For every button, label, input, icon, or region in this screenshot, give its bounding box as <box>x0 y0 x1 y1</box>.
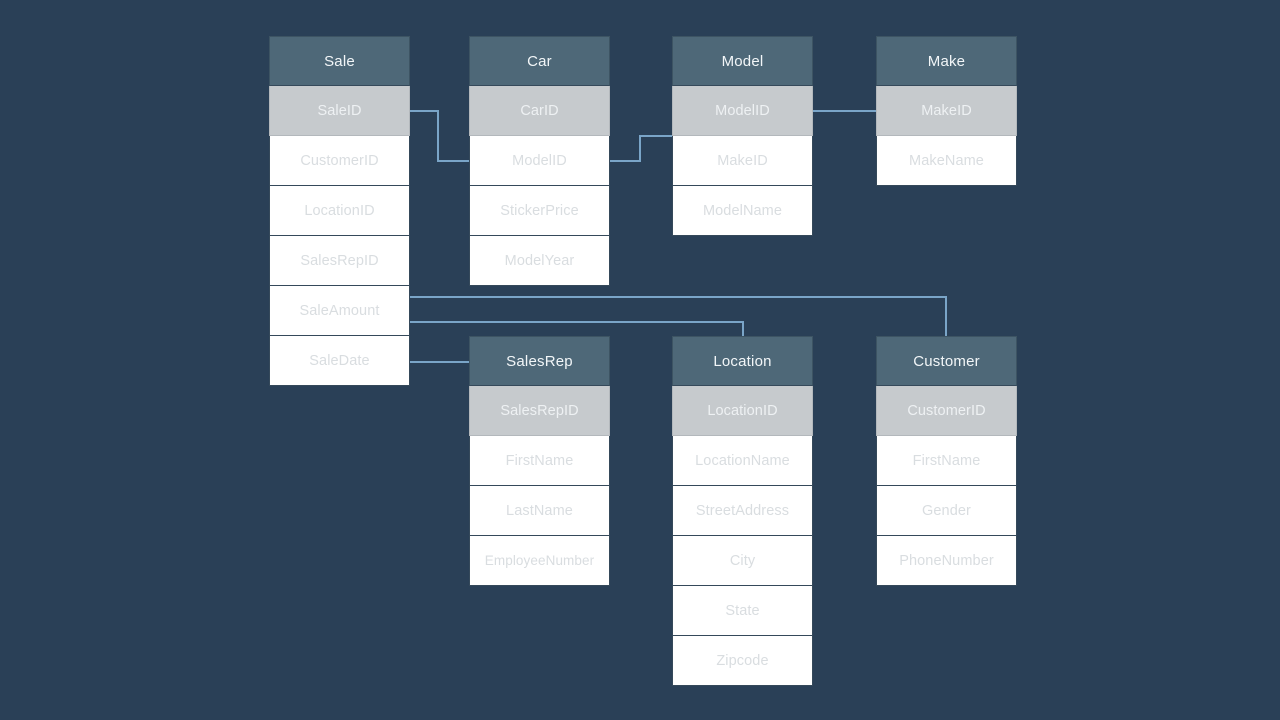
field-model-modelname[interactable]: ModelName <box>672 186 813 236</box>
field-model-makeid[interactable]: MakeID <box>672 136 813 186</box>
field-salesrep-employeenumber[interactable]: EmployeeNumber <box>469 536 610 586</box>
entity-title-model: Model <box>672 36 813 86</box>
field-location-streetaddress[interactable]: StreetAddress <box>672 486 813 536</box>
field-location-zipcode[interactable]: Zipcode <box>672 636 813 686</box>
connector-model-to-car <box>610 135 672 162</box>
field-car-carid[interactable]: CarID <box>469 86 610 136</box>
entity-title-sale: Sale <box>269 36 410 86</box>
field-car-modelid[interactable]: ModelID <box>469 136 610 186</box>
connector-sale-to-customer <box>410 296 947 336</box>
field-customer-customerid[interactable]: CustomerID <box>876 386 1017 436</box>
connector-sale-to-location <box>410 321 744 336</box>
field-location-city[interactable]: City <box>672 536 813 586</box>
field-sale-saleid[interactable]: SaleID <box>269 86 410 136</box>
field-customer-gender[interactable]: Gender <box>876 486 1017 536</box>
field-location-locationid[interactable]: LocationID <box>672 386 813 436</box>
field-salesrep-firstname[interactable]: FirstName <box>469 436 610 486</box>
field-sale-saleamount[interactable]: SaleAmount <box>269 286 410 336</box>
field-sale-customerid[interactable]: CustomerID <box>269 136 410 186</box>
entity-title-location: Location <box>672 336 813 386</box>
connector-car-to-sale <box>410 110 469 162</box>
entity-title-customer: Customer <box>876 336 1017 386</box>
field-car-modelyear[interactable]: ModelYear <box>469 236 610 286</box>
field-location-state[interactable]: State <box>672 586 813 636</box>
field-salesrep-salesrepid[interactable]: SalesRepID <box>469 386 610 436</box>
field-sale-locationid[interactable]: LocationID <box>269 186 410 236</box>
field-customer-phonenumber[interactable]: PhoneNumber <box>876 536 1017 586</box>
field-sale-salesrepid[interactable]: SalesRepID <box>269 236 410 286</box>
field-customer-firstname[interactable]: FirstName <box>876 436 1017 486</box>
field-sale-saledate[interactable]: SaleDate <box>269 336 410 386</box>
field-make-makeid[interactable]: MakeID <box>876 86 1017 136</box>
field-salesrep-lastname[interactable]: LastName <box>469 486 610 536</box>
field-model-modelid[interactable]: ModelID <box>672 86 813 136</box>
field-car-stickerprice[interactable]: StickerPrice <box>469 186 610 236</box>
entity-title-make: Make <box>876 36 1017 86</box>
entity-title-car: Car <box>469 36 610 86</box>
field-make-makename[interactable]: MakeName <box>876 136 1017 186</box>
entity-title-salesrep: SalesRep <box>469 336 610 386</box>
field-location-locationname[interactable]: LocationName <box>672 436 813 486</box>
